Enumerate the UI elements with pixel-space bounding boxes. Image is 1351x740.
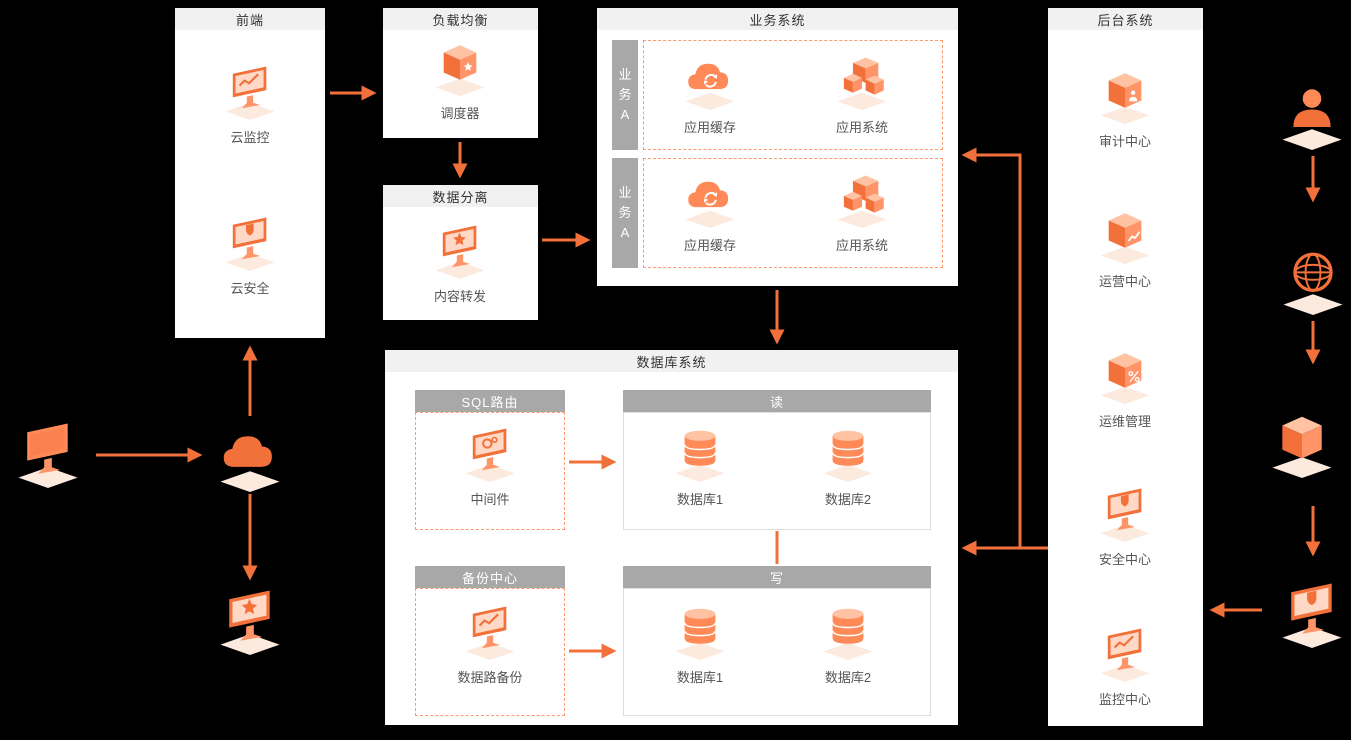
backup-center-box [415,588,565,716]
database-icon [816,424,880,487]
database-node: 数据库1 [645,602,755,686]
node-label: 数据路备份 [457,670,523,685]
audit-center-icon [1093,66,1157,129]
node-label: 调度器 [440,106,480,121]
backend-system-title: 后台系统 [1048,8,1203,30]
node-label: 应用系统 [835,238,888,253]
business-a-tab: 业务A [612,40,638,150]
security-center-icon [1093,484,1157,547]
cloud-icon [210,422,290,492]
arrow-backend-to-business [961,147,1048,550]
node-label: 云安全 [230,281,270,296]
write-header: 写 [623,566,931,588]
node-label: 安全中心 [1098,552,1151,567]
read-box [623,412,931,530]
database-icon [668,424,732,487]
data-backup-node: 数据路备份 [435,602,545,686]
business-system-panel: 业务系统 业务A 应用缓存 应用系统 业务A 应用缓存 应用系统 [597,8,958,286]
node-label: 监控中心 [1098,692,1151,707]
content-forwarding-node: 内容转发 [405,221,515,305]
app-system-icon [830,170,894,233]
load-balancing-panel: 负载均衡 调度器 [383,8,538,138]
node-label: 数据库1 [676,492,724,507]
sql-routing-box [415,412,565,530]
app-cache-icon [678,170,742,233]
write-box [623,588,931,716]
database-icon [816,602,880,665]
cloud-monitor-icon [218,62,282,125]
scheduler-icon [428,38,492,101]
om-management-icon [1093,346,1157,409]
node-label: 内容转发 [433,289,486,304]
globe-icon [1273,245,1351,315]
database-system-panel: 数据库系统 SQL路由 中间件 读 数据库1 数据库2 备份中心 数据路备份 写… [385,350,958,725]
backend-system-panel: 后台系统 审计中心 运营中心 运维管理 安全中心 监控中心 [1048,8,1203,726]
data-separation-title: 数据分离 [383,185,538,207]
node-label: 应用缓存 [683,238,736,253]
node-label: 数据库2 [824,670,872,685]
database-node: 数据库1 [645,424,755,508]
backup-center-header: 备份中心 [415,566,565,588]
node-label: 数据库1 [676,670,724,685]
desktop-icon [8,418,88,488]
database-node: 数据库2 [793,424,903,508]
audit-center-node: 审计中心 [1070,66,1180,150]
node-label: 中间件 [470,492,510,507]
monitoring-center-icon [1093,624,1157,687]
frontend-title: 前端 [175,8,325,30]
operations-center-icon [1093,206,1157,269]
business-system-title: 业务系统 [597,8,958,30]
cloud-security-icon [218,213,282,276]
business-row-2 [643,158,943,268]
data-separation-panel: 数据分离 内容转发 [383,185,538,320]
om-management-node: 运维管理 [1070,346,1180,430]
sql-routing-header: SQL路由 [415,390,565,412]
load-balancing-title: 负载均衡 [383,8,538,30]
security-desktop-icon [1272,578,1351,648]
user-icon [1272,80,1351,150]
app-system-icon [830,52,894,115]
data-backup-icon [458,602,522,665]
node-label: 运营中心 [1098,274,1151,289]
middleware-node: 中间件 [435,424,545,508]
operations-center-node: 运营中心 [1070,206,1180,290]
node-label: 应用缓存 [683,120,736,135]
cloud-monitor-node: 云监控 [195,62,305,146]
frontend-panel: 前端 云监控 云安全 [175,8,325,338]
node-label: 云监控 [230,130,270,145]
node-label: 应用系统 [835,120,888,135]
read-header: 读 [623,390,931,412]
app-cache-node: 应用缓存 [655,52,765,136]
cube-icon [1262,408,1342,478]
node-label: 审计中心 [1098,134,1151,149]
security-center-node: 安全中心 [1070,484,1180,568]
app-system-node: 应用系统 [807,170,917,254]
monitoring-center-node: 监控中心 [1070,624,1180,708]
middleware-icon [458,424,522,487]
database-system-title: 数据库系统 [385,350,958,372]
app-cache-node: 应用缓存 [655,170,765,254]
database-icon [668,602,732,665]
app-cache-icon [678,52,742,115]
scheduler-node: 调度器 [405,38,515,122]
desktop-star-icon [210,585,290,655]
cloud-security-node: 云安全 [195,213,305,297]
node-label: 数据库2 [824,492,872,507]
business-a-tab: 业务A [612,158,638,268]
business-row-1 [643,40,943,150]
database-node: 数据库2 [793,602,903,686]
content-forwarding-icon [428,221,492,284]
node-label: 运维管理 [1098,414,1151,429]
app-system-node: 应用系统 [807,52,917,136]
